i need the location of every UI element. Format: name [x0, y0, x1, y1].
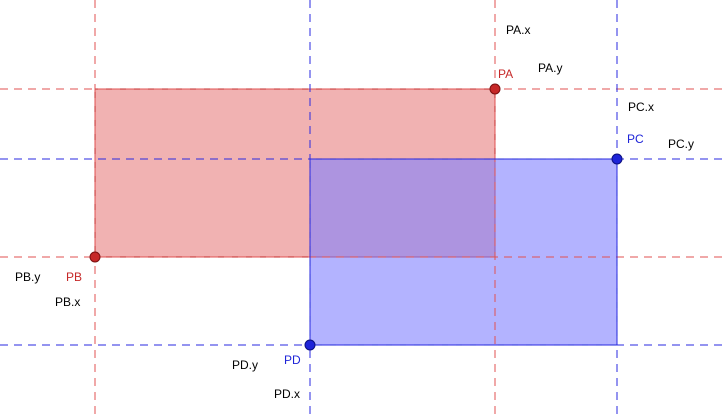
point-pb-label: PB — [66, 270, 82, 284]
point-pd[interactable] — [304, 339, 316, 351]
point-pd-label: PD — [284, 353, 301, 367]
pb-y-label: PB.y — [15, 270, 40, 284]
pb-x-label: PB.x — [55, 295, 80, 309]
blue-rectangle[interactable] — [309, 158, 618, 346]
point-pc[interactable] — [611, 153, 623, 165]
point-pb[interactable] — [89, 251, 101, 263]
pd-y-label: PD.y — [232, 358, 258, 372]
point-pa-label: PA — [498, 67, 513, 81]
point-pa[interactable] — [489, 83, 501, 95]
pc-y-label: PC.y — [668, 137, 694, 151]
pd-x-label: PD.x — [274, 387, 300, 401]
pa-x-label: PA.x — [506, 23, 530, 37]
point-pc-label: PC — [627, 132, 644, 146]
pc-x-label: PC.x — [628, 100, 654, 114]
pa-y-label: PA.y — [538, 61, 562, 75]
